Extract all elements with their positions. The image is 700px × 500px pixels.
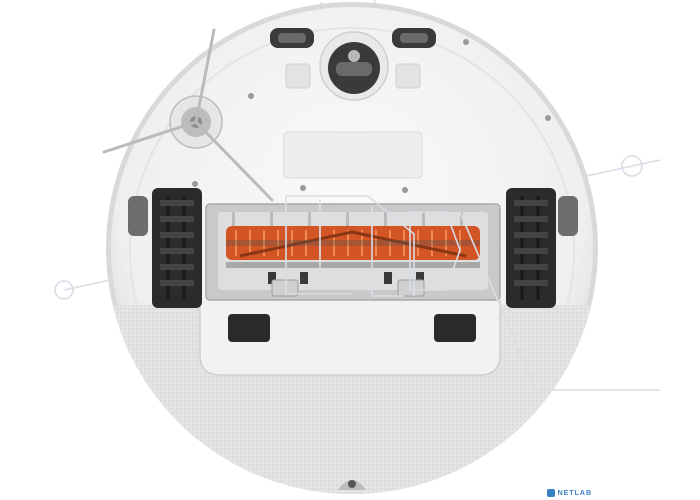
brush-guard [226,262,480,284]
side-brush [102,28,274,202]
main-roller-brush [226,226,480,260]
drive-wheel-right [506,188,556,308]
netlab-badge-text: NETLAB [557,489,592,497]
mop-pad [108,300,590,494]
side-sensor-right [558,196,578,236]
netlab-logo-icon [546,489,555,497]
charging-contact-right [395,63,421,89]
charging-contact-left [285,63,311,89]
brush-clip-left [271,279,299,297]
caster-wheel [319,31,389,101]
cliff-sensor-left [270,28,314,48]
cliff-sensor-right [392,28,436,48]
tail-latch [338,480,366,490]
mop-slot-right [434,314,476,342]
brush-clip-right [397,279,425,297]
watermark-logo [285,195,660,391]
drive-wheel-left [152,188,202,308]
mop-slot-left [228,314,270,342]
netlab-badge: NETLAB [546,489,592,497]
side-sensor-left [128,196,148,236]
label-plate [283,131,423,179]
